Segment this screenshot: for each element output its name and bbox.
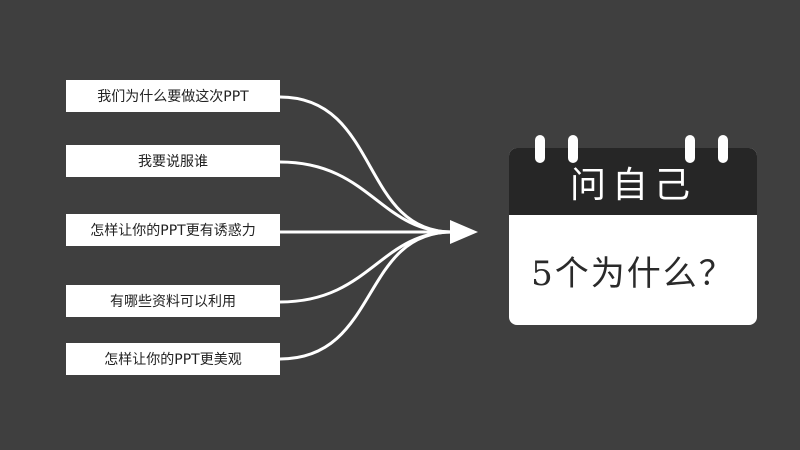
question-box-1: 我们为什么要做这次PPT: [66, 80, 280, 112]
connector-line-2: [279, 160, 453, 234]
connector-line-1: [279, 95, 453, 234]
arrow-head-icon: [450, 220, 478, 244]
calendar-card: 问自己 5个为什么？: [509, 148, 757, 325]
calendar-body: 5个为什么？: [531, 253, 735, 294]
connector-line-5: [279, 230, 453, 361]
question-box-5: 怎样让你的PPT更美观: [66, 343, 280, 375]
calendar-ring-icon: [685, 135, 695, 163]
connector-line-4: [279, 230, 453, 304]
question-box-2: 我要说服谁: [66, 145, 280, 177]
calendar-ring-icon: [568, 135, 578, 163]
question-box-4: 有哪些资料可以利用: [66, 285, 280, 317]
calendar-ring-icon: [718, 135, 728, 163]
question-box-3: 怎样让你的PPT更有诱惑力: [66, 214, 280, 246]
calendar-ring-icon: [535, 135, 545, 163]
calendar-header: 问自己: [509, 148, 757, 215]
